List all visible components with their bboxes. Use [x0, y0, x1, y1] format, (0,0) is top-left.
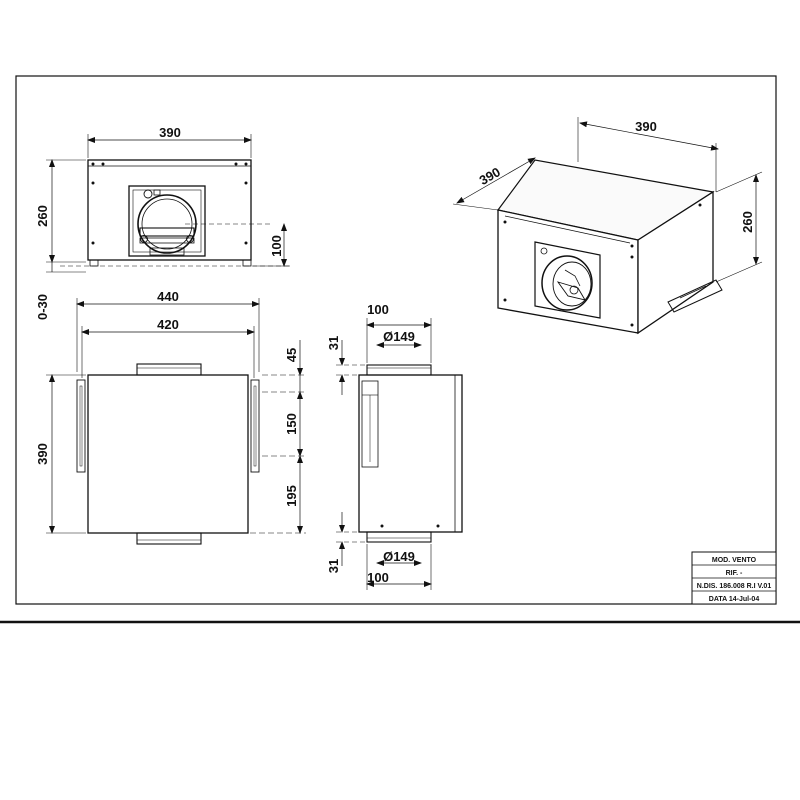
iso-height-label: 260 — [740, 211, 755, 233]
plan-view-outer-width-label: 440 — [157, 289, 179, 304]
side-view-spigot-bottom — [366, 531, 432, 543]
side-view: 100 Ø149 31 100 Ø149 31 — [326, 302, 463, 590]
side-view-spigot-top-width-label: 100 — [367, 302, 389, 317]
isometric-view: 390 390 260 — [452, 117, 763, 335]
plan-view-spigot-top — [136, 363, 202, 376]
plan-view-bracket-right — [250, 379, 260, 473]
plan-view-dim-middle-label: 150 — [284, 413, 299, 435]
title-block-model: MOD. VENTO — [712, 557, 757, 564]
side-view-spigot-top-length-label: 31 — [326, 336, 341, 350]
side-view-spigot-bottom-length-label: 31 — [326, 559, 341, 573]
plan-view-dim-top-label: 45 — [284, 348, 299, 362]
iso-fan-outlet — [541, 255, 593, 311]
plan-view-bracket-left — [76, 379, 86, 473]
iso-box-side — [637, 190, 714, 335]
drawing-border — [15, 75, 777, 605]
top-view-outlet-height-label: 100 — [269, 235, 284, 257]
side-view-body — [358, 374, 463, 533]
iso-width-label: 390 — [635, 119, 657, 134]
plan-view: 440 420 390 45 150 195 — [35, 289, 306, 545]
title-block-date: DATA 14-Jul-04 — [709, 596, 760, 603]
top-view-width-label: 390 — [159, 125, 181, 140]
top-view-offset-label: 0-30 — [35, 294, 50, 320]
top-view-height-label: 260 — [35, 205, 50, 227]
iso-fan-plate — [534, 241, 601, 319]
plan-view-depth-label: 390 — [35, 443, 50, 465]
title-block-ref: RIF. - — [726, 570, 743, 577]
side-view-spigot-top — [366, 364, 432, 376]
side-view-spigot-bottom-width-label: 100 — [367, 570, 389, 585]
plan-view-body — [87, 374, 249, 534]
title-block-drawing-number: N.DIS. 186.008 R.I V.01 — [697, 583, 772, 590]
fan-mounting-plate — [128, 185, 206, 257]
side-view-spigot-top-diameter-label: Ø149 — [383, 329, 415, 344]
title-block: MOD. VENTO RIF. - N.DIS. 186.008 R.I V.0… — [691, 551, 777, 605]
side-view-spigot-bottom-diameter-label: Ø149 — [383, 549, 415, 564]
plan-view-dim-bottom-label: 195 — [284, 485, 299, 507]
top-view: 390 260 0-30 100 — [35, 125, 290, 320]
iso-side-bracket — [667, 279, 723, 313]
iso-depth-label: 390 — [477, 164, 503, 188]
plan-view-inner-width-label: 420 — [157, 317, 179, 332]
plan-view-spigot-bottom — [136, 532, 202, 545]
top-view-body — [87, 159, 252, 261]
